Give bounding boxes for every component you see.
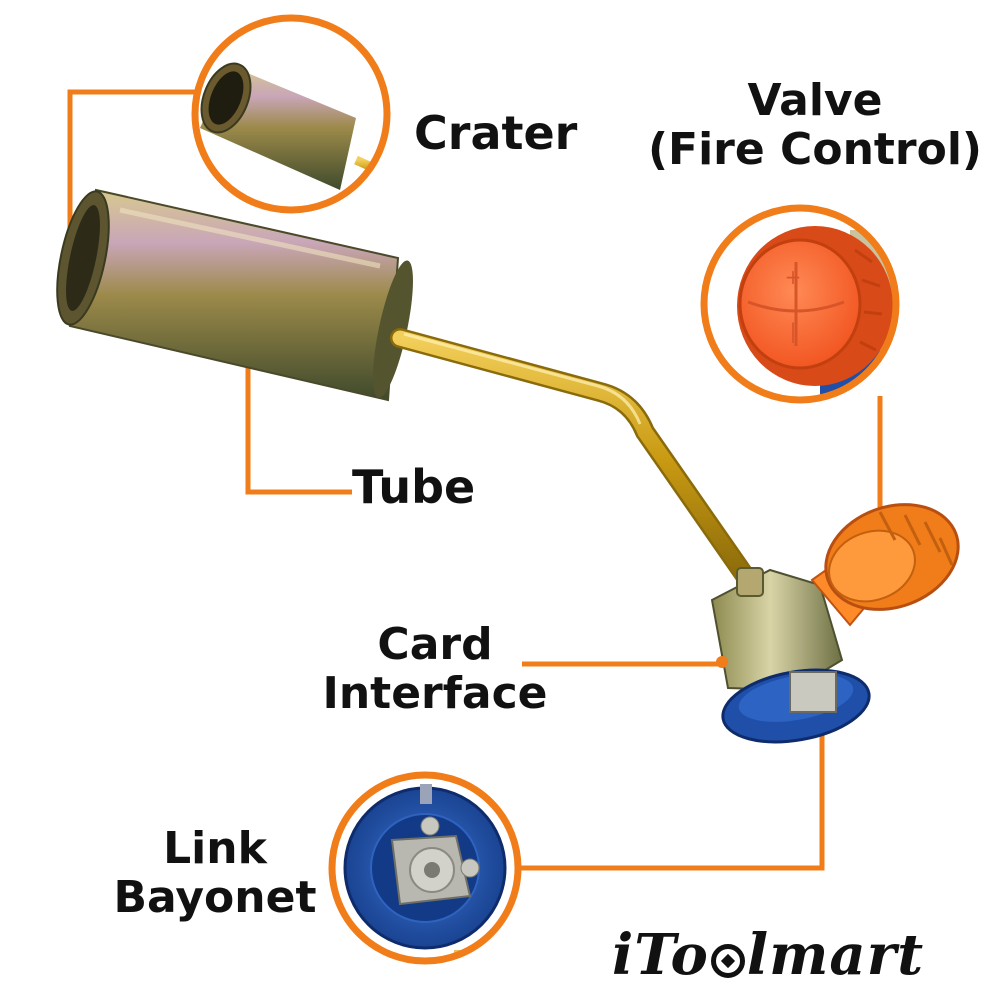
link-label-line2: Bayonet [113,872,317,924]
card-interface-base [721,668,871,744]
valve-callout-circle: + | [700,204,900,404]
brand-logo-icon [710,944,745,978]
link-label-line1: Link [163,823,267,874]
card-interface-label: Card Interface [320,620,550,719]
crater-label: Crater [414,106,578,160]
valve-label-line1: Valve [747,75,883,126]
tube-callout-line [245,352,352,495]
link-bayonet-label: Link Bayonet [100,824,330,923]
valve-body [710,558,877,692]
tube-label: Tube [352,460,476,514]
torch-rod [390,328,758,590]
card-label-line1: Card [377,619,493,670]
svg-text:|: | [790,319,797,343]
card-label-line2: Interface [322,668,548,720]
brand-logo: iTo lmart [612,922,924,988]
valve-label-line2: (Fire Control) [647,124,983,176]
svg-text:+: + [785,265,802,289]
crater-callout-circle [191,14,391,214]
brand-part1: iTo [612,922,709,988]
valve-label: Valve (Fire Control) [640,76,990,175]
brand-part2: lmart [746,922,925,988]
link-callout-line [518,730,825,871]
link-bayonet-callout-circle [328,771,522,965]
torch-tube [56,188,413,402]
valve-knob [824,503,960,611]
